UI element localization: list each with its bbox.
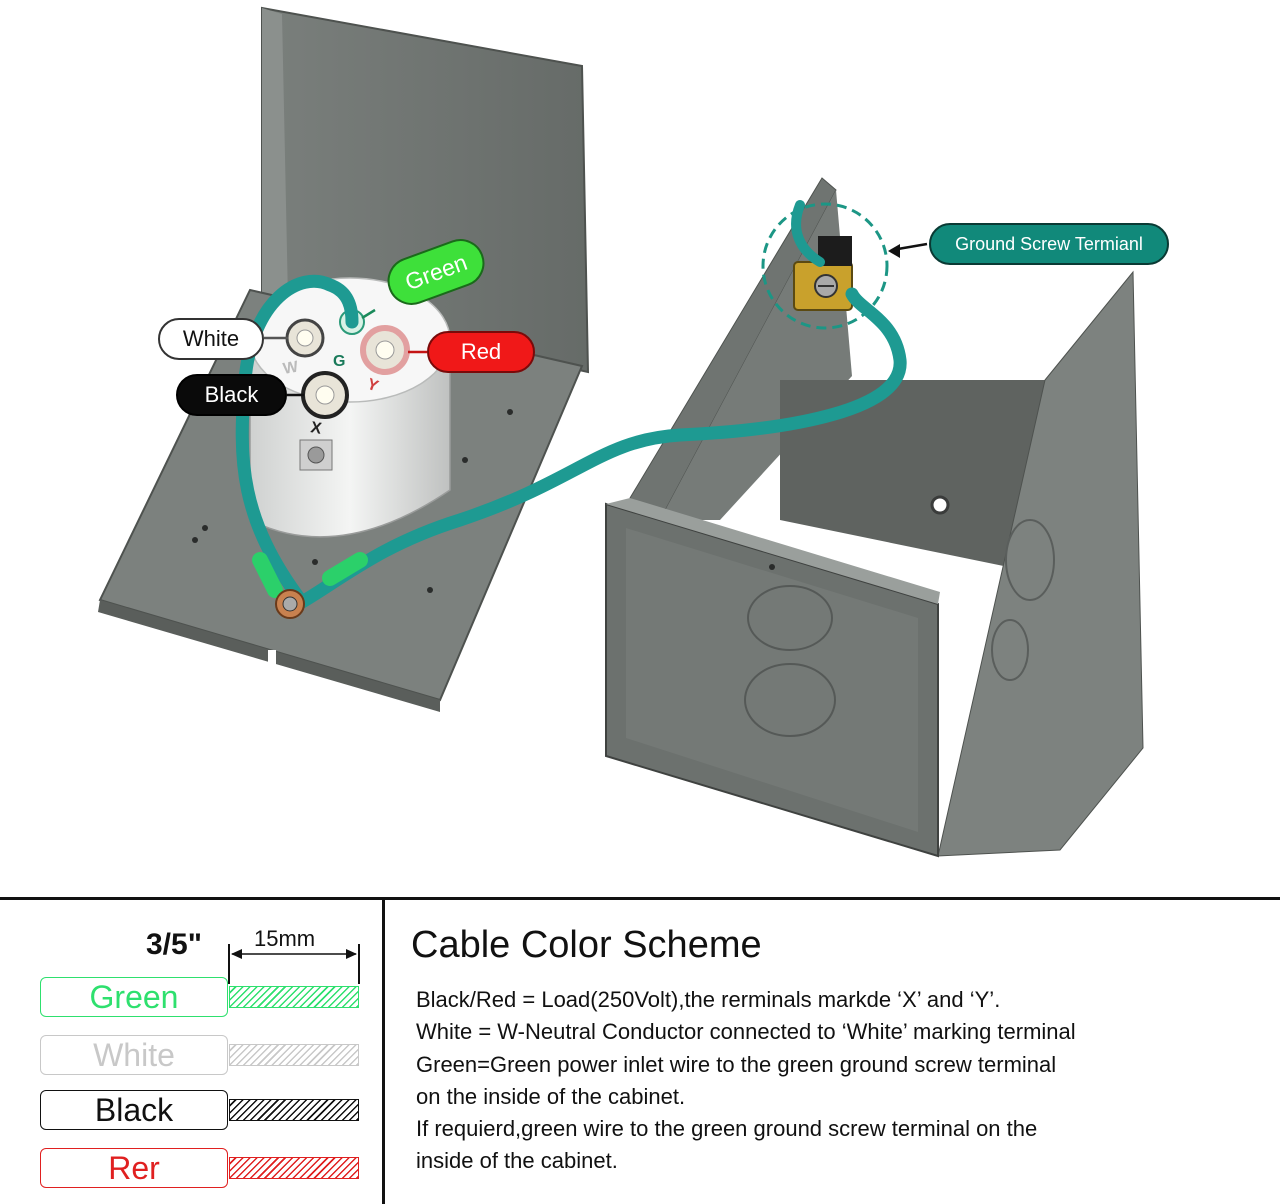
callout-ground-screw-text: Ground Screw Termianl: [955, 233, 1143, 254]
strip-dimension-arrow: [228, 944, 360, 984]
panel-divider: [382, 900, 385, 1204]
strip-label-green: Green: [40, 977, 228, 1017]
receptacle-box-illustration: W G Y X: [98, 6, 1144, 858]
knockout-2: [744, 663, 836, 737]
terminal-mark-w: W: [282, 358, 301, 378]
strip-label-white: White: [40, 1035, 228, 1075]
strip-label-red-text: Rer: [108, 1149, 160, 1186]
scheme-line: If requierd,green wire to the green grou…: [416, 1116, 1038, 1142]
strip-hatch-green: [229, 986, 359, 1008]
strip-label-white-text: White: [93, 1036, 175, 1073]
callout-white-text: White: [182, 326, 240, 351]
callout-red: Red: [427, 331, 535, 373]
callout-leaders: [264, 242, 928, 397]
strip-hatch-white: [229, 1044, 359, 1066]
box-mount-hole: [930, 495, 950, 515]
strip-label-green-text: Green: [89, 978, 179, 1015]
knockout-3: [1005, 519, 1055, 601]
scheme-line: on the inside of the cabinet.: [416, 1083, 686, 1109]
callout-black-text: Black: [204, 382, 259, 407]
scheme-line: Green=Green power inlet wire to the gree…: [416, 1051, 1057, 1077]
callout-white: White: [158, 318, 264, 360]
callout-ground-screw: Ground Screw Termianl: [929, 223, 1169, 265]
callout-black: Black: [176, 374, 287, 416]
box-top-rim: [606, 498, 940, 604]
ground-lug: [275, 589, 305, 619]
terminal-mark-g: G: [333, 353, 345, 370]
callout-red-text: Red: [460, 339, 502, 364]
strip-label-black: Black: [40, 1090, 228, 1130]
strip-hatch-red: [229, 1157, 359, 1179]
knockout-1: [747, 585, 833, 651]
callout-green-text: Green: [401, 248, 471, 295]
cover-slot: [268, 650, 276, 668]
strip-length: 15mm: [254, 926, 316, 951]
ground-terminal-highlight-ring: [761, 202, 889, 330]
strip-label-red: Rer: [40, 1148, 228, 1188]
scheme-lines: Black/Red = Load(250Volt),the rerminals …: [416, 984, 1076, 1178]
cover-back-flap-edge: [262, 8, 288, 300]
strip-hatch-black: [229, 1099, 359, 1121]
scheme-line: White = W-Neutral Conductor connected to…: [416, 1019, 1076, 1045]
strip-fraction: 3/5": [146, 928, 202, 961]
strip-label-black-text: Black: [94, 1091, 174, 1128]
scheme-line: inside of the cabinet.: [416, 1148, 618, 1174]
box-front-inner: [626, 528, 918, 832]
mounting-holes: [192, 409, 513, 593]
enclosure-box: [605, 177, 1144, 858]
scheme-title: Cable Color Scheme: [411, 924, 762, 966]
scheme-line: Black/Red = Load(250Volt),the rerminals …: [416, 987, 1001, 1012]
box-right-wall: [937, 270, 1144, 857]
terminal-mark-x: X: [309, 419, 323, 438]
info-panel: 3/5" 15mm Green White Black Rer Cable Co…: [0, 897, 1280, 1204]
knockout-4: [991, 619, 1029, 681]
